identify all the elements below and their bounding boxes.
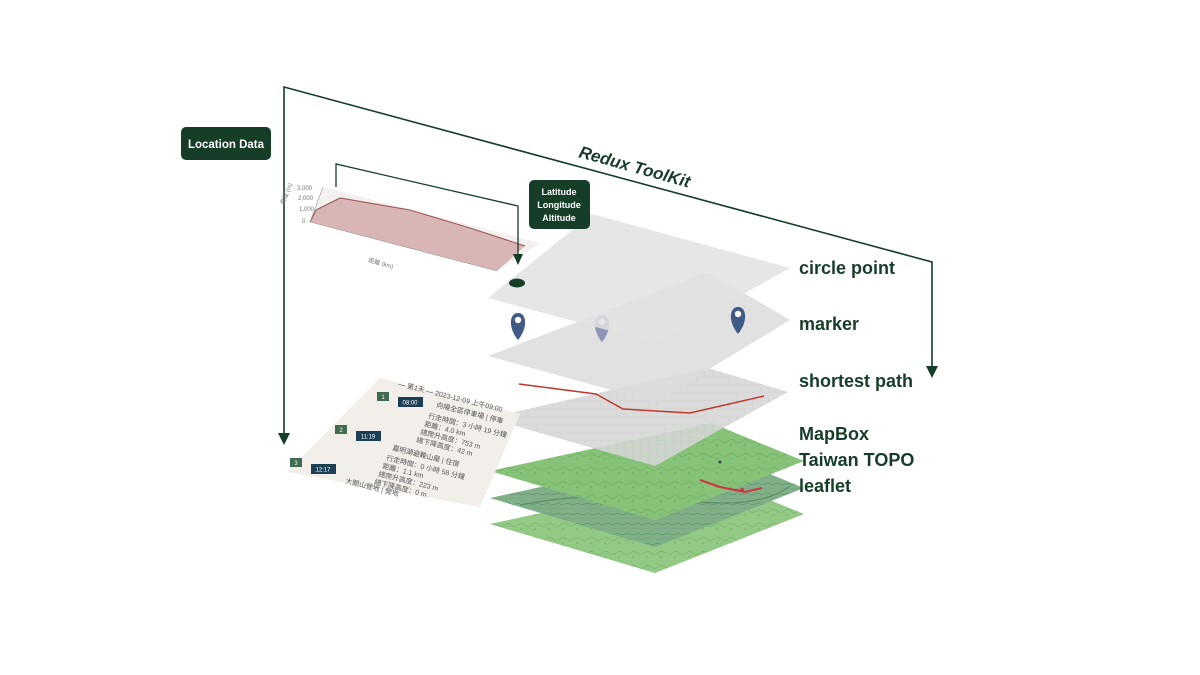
layer-label-marker: marker: [799, 314, 859, 334]
elevation-y-tick: 2,000: [298, 196, 314, 202]
layer-label-taiwan-topo: Taiwan TOPO: [799, 450, 914, 470]
route-on-map: [699, 479, 763, 494]
marker-pin-icon: [510, 313, 526, 340]
altitude-label: Altitude: [542, 213, 576, 223]
marker-pin-icon: [730, 307, 746, 334]
elevation-chart: 3,000 2,000 1,000 0 高度 (m) 距離 (km): [278, 163, 540, 272]
stop-number: 1: [381, 395, 385, 401]
circle-point-layer: [488, 214, 790, 343]
elevation-y-tick: 1,000: [299, 207, 315, 213]
arrow-down-icon: [278, 433, 290, 445]
stop-number: 2: [339, 428, 343, 434]
stop-time: 11:19: [361, 435, 376, 441]
elevation-xlabel: 距離 (km): [367, 256, 394, 270]
circle-point-dot: [509, 278, 525, 288]
location-data-badge: Location Data: [181, 127, 271, 160]
itinerary-card: — 第1天 — 2023-12-09 上午09:00 1 08:00 向陽全區停…: [287, 378, 520, 507]
chart-connector-line: [335, 163, 519, 256]
lat-lon-alt-badge: Latitude Longitude Altitude: [529, 180, 590, 229]
mapbox-layer: [490, 423, 804, 520]
shortest-path-layer: [488, 368, 788, 466]
redux-toolkit-label: Redux ToolKit: [577, 143, 694, 192]
elevation-y-tick: 3,000: [297, 186, 313, 192]
shortest-path-line: [518, 383, 765, 414]
arrow-down-icon: [926, 366, 938, 378]
layer-label-circle-point: circle point: [799, 258, 895, 278]
stop-number: 3: [294, 461, 298, 467]
elevation-ylabel: 高度 (m): [278, 182, 294, 206]
layer-label-shortest-path: shortest path: [799, 371, 913, 391]
redux-flow-line: [278, 85, 938, 445]
layer-label-leaflet: leaflet: [799, 476, 851, 496]
stop-time: 12:17: [315, 468, 331, 474]
layer-label-mapbox: MapBox: [799, 424, 869, 444]
arrow-down-icon: [513, 254, 523, 265]
elevation-y-tick: 0: [302, 219, 306, 225]
stop-time: 08:00: [402, 401, 418, 407]
location-data-label: Location Data: [188, 139, 265, 151]
longitude-label: Longitude: [537, 200, 581, 210]
latitude-label: Latitude: [542, 187, 577, 197]
